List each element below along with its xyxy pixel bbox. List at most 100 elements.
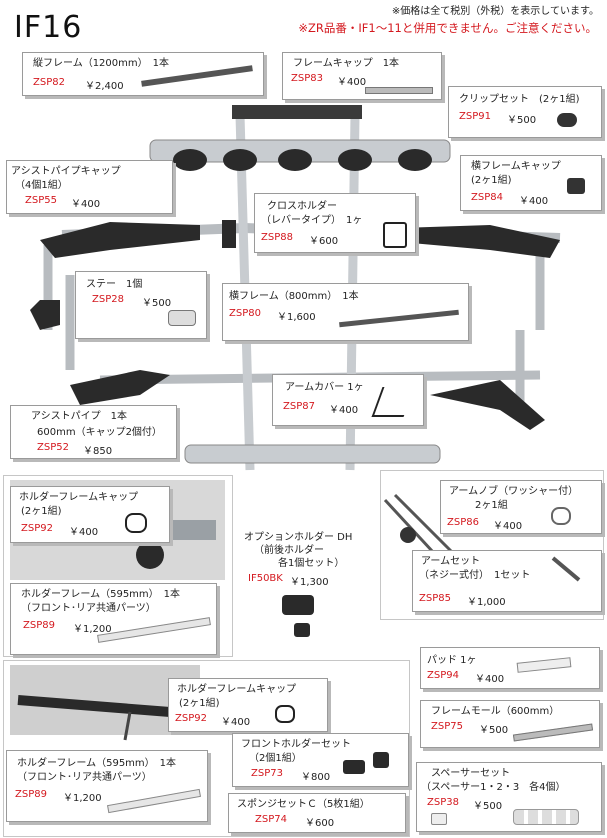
part-sub: （フロント･リア共通パーツ） [21, 603, 156, 614]
part-price: ￥850 [83, 446, 113, 457]
holder-section-panel-1 [3, 475, 233, 657]
tax-note: ※価格は全て税別（外税）を表示しています。 [391, 6, 599, 17]
front-holder-image-1 [343, 760, 365, 774]
part-side-frame-cap: 横フレームキャップ (2ヶ1組) ZSP84 ￥400 [460, 155, 602, 211]
part-name: アシストパイプ 1本 [31, 411, 127, 422]
part-pad: パッド 1ヶ ZSP94 ￥400 [420, 647, 600, 689]
option-holder-image-2 [294, 623, 310, 637]
part-code: ZSP85 [419, 593, 451, 604]
part-code: ZSP84 [471, 192, 503, 203]
holder-frame-image [107, 788, 201, 814]
holder-cap-image [275, 705, 295, 723]
part-name: フレームキャップ 1本 [293, 58, 400, 69]
part-price: ￥400 [475, 674, 505, 685]
part-code: ZSP87 [283, 401, 315, 412]
part-sub: （フロント･リア共通パーツ） [17, 772, 152, 783]
part-arm-set: アームセット （ネジー式付） 1セット ZSP85 ￥1,000 [412, 550, 602, 612]
part-price: ￥400 [493, 521, 523, 532]
stay-image [168, 310, 196, 326]
part-name: アームノブ（ワッシャー付） [449, 486, 579, 497]
part-price: ￥400 [71, 199, 101, 210]
part-price: ￥2,400 [85, 81, 124, 92]
holder-frame-image [97, 617, 211, 643]
part-name: アームセット [421, 556, 481, 567]
part-code: ZSP75 [431, 721, 463, 732]
part-code: ZSP82 [33, 77, 65, 88]
pad-image [516, 657, 572, 673]
part-price: ￥400 [519, 196, 549, 207]
part-price: ￥400 [69, 527, 99, 538]
holder-section-panel-2 [3, 660, 410, 837]
part-name: オプションホルダー DH [244, 532, 353, 543]
knob-image [551, 507, 571, 525]
clip-image [557, 113, 577, 127]
part-sub: （ネジー式付） 1セット [419, 570, 531, 581]
part-name: ホルダーフレーム（595mm） 1本 [17, 758, 177, 769]
part-price: ￥1,200 [63, 793, 102, 804]
arm-cover-image [371, 387, 415, 417]
part-sponge-set: スポンジセットＣ（5枚1組） ZSP74 ￥600 [228, 793, 406, 833]
part-code: ZSP38 [427, 797, 459, 808]
part-price: ￥400 [329, 405, 359, 416]
part-price: ￥1,300 [290, 577, 329, 588]
part-name: ステー 1個 [86, 279, 143, 290]
mold-image [512, 723, 594, 742]
part-price: ￥800 [301, 772, 331, 783]
side-cap-image [567, 178, 585, 194]
part-price: ￥1,600 [277, 312, 316, 323]
part-side-frame: 横フレーム（800mm） 1本 ZSP80 ￥1,600 [222, 283, 469, 341]
part-code: ZSP91 [459, 111, 491, 122]
model-title: IF16 [14, 10, 83, 45]
part-price: ￥400 [337, 77, 367, 88]
spacer-group-image [513, 809, 579, 825]
part-frame-cap: フレームキャップ 1本 ZSP83 ￥400 [282, 52, 442, 100]
part-sub: (2ヶ1組) [471, 175, 512, 186]
spacer-image [431, 813, 447, 825]
part-sub: （レバータイプ） 1ヶ [261, 215, 363, 226]
holder-cap-image [125, 513, 147, 533]
part-holder-frame-cap-b: ホルダーフレームキャップ (2ヶ1組) ZSP92 ￥400 [168, 678, 328, 732]
part-code: ZSP52 [37, 442, 69, 453]
part-code: ZSP88 [261, 232, 293, 243]
holder-image [383, 222, 407, 248]
arm-set-image [551, 556, 581, 582]
part-name: 横フレームキャップ [471, 161, 561, 172]
part-front-holder-set: フロントホルダーセット （2個1組） ZSP73 ￥800 [232, 733, 409, 787]
part-code: ZSP55 [25, 195, 57, 206]
part-assist-pipe: アシストパイプ 1本 600mm（キャップ2個付） ZSP52 ￥850 [10, 405, 177, 459]
part-price: ￥1,200 [73, 624, 112, 635]
part-name: パッド 1ヶ [427, 655, 477, 666]
part-stay: ステー 1個 ZSP28 ￥500 [75, 271, 207, 339]
part-name: 横フレーム（800mm） 1本 [229, 291, 359, 302]
part-price: ￥500 [479, 725, 509, 736]
part-holder-frame-cap-a: ホルダーフレームキャップ (2ヶ1組) ZSP92 ￥400 [10, 486, 170, 543]
part-price: ￥500 [142, 298, 172, 309]
part-name: アームカバー 1ヶ [285, 382, 364, 393]
part-name: フレームモール（600mm） [431, 706, 560, 717]
part-arm-cover: アームカバー 1ヶ ZSP87 ￥400 [272, 374, 424, 426]
part-option-holder: オプションホルダー DH （前後ホルダー 各1個セット） IF50BK ￥1,3… [238, 525, 378, 645]
part-holder-frame-a: ホルダーフレーム（595mm） 1本 （フロント･リア共通パーツ） ZSP89 … [10, 583, 217, 655]
part-code: ZSP94 [427, 670, 459, 681]
part-sub: (2ヶ1組) [21, 506, 62, 517]
part-price: ￥1,000 [467, 597, 506, 608]
part-code: ZSP83 [291, 73, 323, 84]
part-spacer-set: スペーサーセット （スペーサー1・2・3 各4個） ZSP38 ￥500 [416, 762, 602, 832]
part-name: スペーサーセット [431, 768, 511, 779]
part-name: 縦フレーム（1200mm） 1本 [33, 58, 169, 69]
part-name: ホルダーフレームキャップ [177, 684, 297, 695]
part-vertical-frame: 縦フレーム（1200mm） 1本 ZSP82 ￥2,400 [22, 52, 264, 96]
part-code: ZSP92 [21, 523, 53, 534]
part-code: IF50BK [248, 573, 283, 584]
part-price: ￥500 [507, 115, 537, 126]
part-assist-pipe-cap: アシストパイプキャップ （4個1組） ZSP55 ￥400 [6, 160, 173, 214]
option-holder-image-1 [282, 595, 314, 615]
compatibility-warning: ※ZR品番・IF1～11と併用できません。ご注意ください。 [298, 21, 597, 35]
part-name: クロスホルダー [267, 201, 337, 212]
part-code: ZSP73 [251, 768, 283, 779]
part-sub2: 各1個セット） [278, 558, 345, 569]
part-price: ￥500 [473, 801, 503, 812]
part-code: ZSP28 [92, 294, 124, 305]
part-code: ZSP89 [15, 789, 47, 800]
part-price: ￥600 [309, 236, 339, 247]
